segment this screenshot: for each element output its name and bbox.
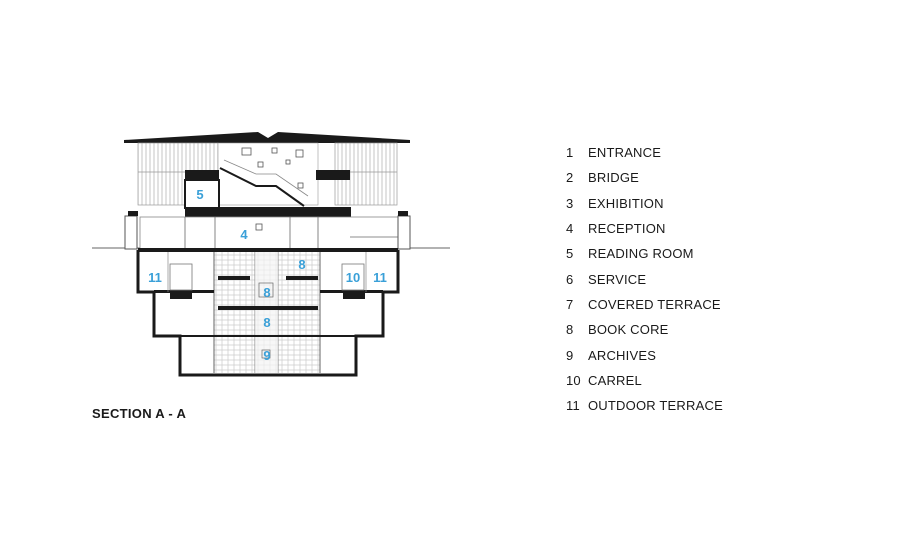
- legend-item: 5 READING ROOM: [562, 241, 762, 266]
- label-archives: 9: [263, 348, 270, 363]
- legend-number: 7: [566, 296, 574, 312]
- legend-number: 9: [566, 347, 574, 363]
- label-terrace-left: 11: [148, 270, 162, 285]
- label-book-core-low: 8: [263, 315, 270, 330]
- legend-label: COVERED TERRACE: [588, 296, 721, 312]
- legend-label: ENTRANCE: [588, 145, 662, 161]
- legend-number: 4: [566, 221, 574, 237]
- label-reception: 4: [240, 227, 248, 242]
- legend-number: 5: [566, 246, 574, 262]
- legend-number: 10: [566, 372, 581, 388]
- legend-label: OUTDOOR TERRACE: [588, 398, 723, 414]
- label-book-core-mid: 8: [263, 285, 270, 300]
- slab-level-1: [185, 207, 351, 217]
- label-terrace-right: 11: [373, 270, 387, 285]
- legend-number: 3: [566, 195, 574, 211]
- basement: [136, 248, 400, 377]
- basement-wall: [136, 250, 400, 377]
- legend-item: 2 BRIDGE: [562, 165, 762, 190]
- staircase: [219, 167, 305, 207]
- slab-b1: [138, 248, 398, 252]
- legend-item: 1 ENTRANCE: [562, 140, 762, 165]
- legend-number: 6: [566, 271, 574, 287]
- carrel-box-left: [169, 263, 193, 291]
- legend-number: 8: [566, 322, 574, 338]
- slab-mezzanine-left: [185, 170, 219, 180]
- legend-label: BRIDGE: [588, 170, 640, 186]
- legend-label: SERVICE: [588, 271, 647, 287]
- carrel-box-right: [341, 263, 365, 291]
- label-reading-room: 5: [196, 187, 203, 202]
- legend-label: READING ROOM: [588, 246, 694, 262]
- legend-item: 11 OUTDOOR TERRACE: [562, 393, 762, 418]
- legend-item: 10 CARREL: [562, 368, 762, 393]
- legend-item: 8 BOOK CORE: [562, 317, 762, 342]
- legend-item: 6 SERVICE: [562, 266, 762, 291]
- legend-label: CARREL: [588, 372, 642, 388]
- legend-label: RECEPTION: [588, 221, 666, 237]
- legend-item: 7 COVERED TERRACE: [562, 292, 762, 317]
- legend-item: 9 ARCHIVES: [562, 342, 762, 367]
- legend: 1 ENTRANCE 2 BRIDGE 3 EXHIBITION 4 RECEPTION 5 RE…: [562, 140, 762, 418]
- upper-building: [124, 132, 411, 250]
- legend-number: 11: [566, 398, 580, 414]
- reading-room-box: [184, 179, 220, 209]
- reception-level: [139, 216, 399, 250]
- legend-item: 4 RECEPTION: [562, 216, 762, 241]
- label-book-core-upper: 8: [298, 257, 305, 272]
- legend-number: 1: [566, 145, 574, 161]
- slab-mezzanine-right: [316, 170, 350, 180]
- legend-label: EXHIBITION: [588, 195, 664, 211]
- legend-label: BOOK CORE: [588, 322, 669, 338]
- roof: [124, 132, 410, 143]
- section-title: SECTION A - A: [92, 406, 187, 421]
- legend-item: 3 EXHIBITION: [562, 191, 762, 216]
- room-labels: 5 4 8 8 8 9 10 11 11: [148, 187, 387, 363]
- label-carrel: 10: [346, 270, 360, 285]
- legend-label: ARCHIVES: [588, 347, 657, 363]
- legend-number: 2: [566, 170, 574, 186]
